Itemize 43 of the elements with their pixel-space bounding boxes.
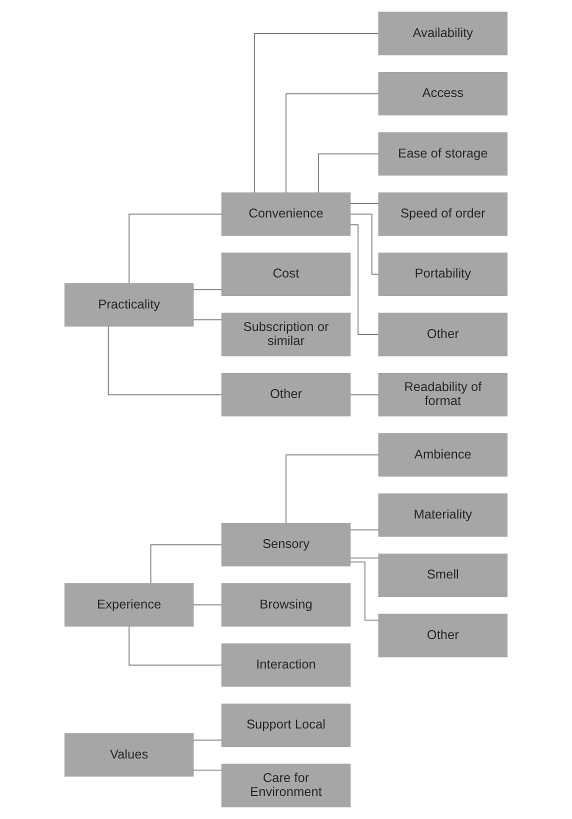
- connector: [192, 319, 222, 320]
- node-box: Ease of storage: [378, 132, 508, 176]
- connector: [350, 214, 380, 275]
- node-box: Smell: [378, 554, 508, 597]
- connector: [350, 224, 380, 335]
- node-box: Values: [64, 733, 194, 777]
- connector: [192, 289, 222, 290]
- node-box: Other: [378, 312, 508, 356]
- connector: [150, 544, 222, 584]
- node-box: Support Local: [221, 704, 351, 747]
- node-box: Subscription or similar: [221, 312, 351, 356]
- node-box: Experience: [64, 583, 194, 627]
- node-box: Interaction: [221, 643, 351, 687]
- connector: [192, 604, 222, 606]
- connector: [128, 626, 222, 666]
- node-box: Cost: [221, 252, 351, 296]
- node-box: Availability: [378, 12, 508, 56]
- node-box: Speed of order: [378, 192, 508, 236]
- node-box: Sensory: [221, 522, 351, 566]
- connector: [350, 394, 380, 396]
- connector: [286, 454, 380, 524]
- connector: [286, 93, 380, 194]
- node-box: Browsing: [221, 583, 351, 627]
- node-box: Readability of format: [378, 372, 508, 416]
- node-box: Ambience: [378, 433, 508, 477]
- connector: [350, 529, 380, 530]
- node-box: Other: [221, 372, 351, 416]
- node-box: Practicality: [64, 283, 194, 327]
- connector: [350, 558, 380, 559]
- node-box: Other: [378, 614, 508, 658]
- node-box: Care for Environment: [221, 764, 351, 808]
- connector: [192, 770, 222, 771]
- connector: [350, 561, 380, 621]
- connector: [254, 33, 380, 194]
- connector: [350, 203, 380, 204]
- node-box: Materiality: [378, 493, 508, 537]
- connector: [318, 153, 380, 194]
- connector: [108, 326, 222, 396]
- node-box: Convenience: [221, 192, 351, 236]
- connector: [192, 740, 222, 741]
- node-box: Access: [378, 72, 508, 116]
- node-box: Portability: [378, 252, 508, 296]
- connector: [128, 214, 222, 284]
